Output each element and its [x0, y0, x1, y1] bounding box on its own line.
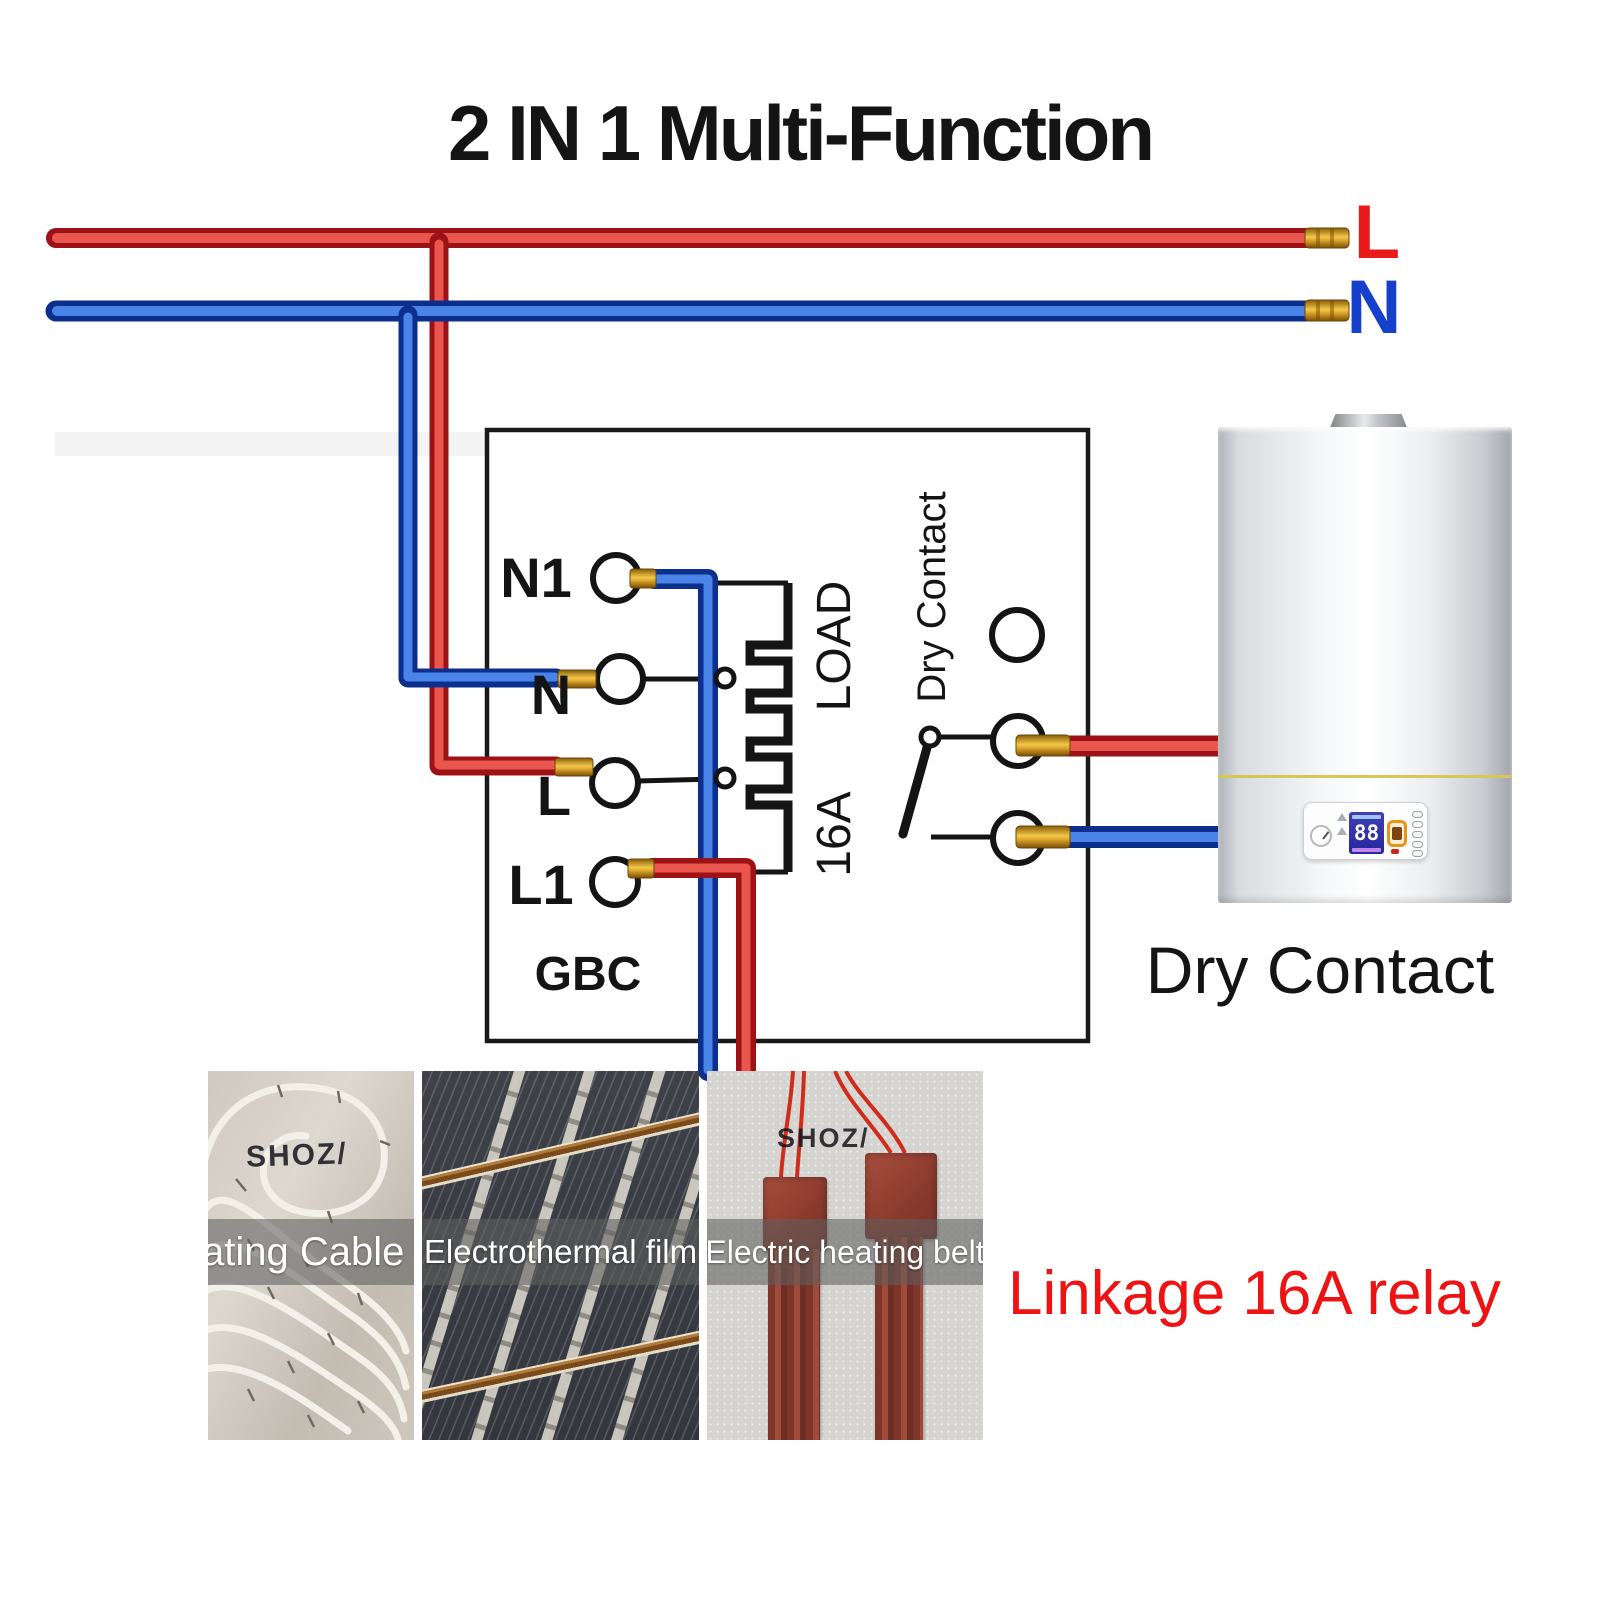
neutral-bus-label: N	[1347, 265, 1402, 350]
pressure-gauge-icon	[1310, 825, 1332, 847]
ferrule-n	[557, 669, 597, 689]
switch-pivot-dot	[918, 725, 942, 749]
caption-band: Electrothermal film	[422, 1219, 699, 1285]
boiler-control-panel: 88	[1303, 802, 1428, 860]
boiler-flue-cap	[1330, 414, 1407, 427]
relay-model-label: GBC	[535, 948, 642, 1001]
neutral-drop-wire-core	[403, 312, 560, 682]
switch-lever	[898, 739, 933, 839]
watermark: SHOZ/	[245, 1137, 349, 1174]
terminal-l-ring	[589, 757, 641, 809]
ferrule-live-bus	[1304, 227, 1350, 249]
load-tap-upper-dot	[713, 666, 737, 690]
panel-button	[1412, 841, 1423, 848]
terminal-label-l1: L1	[508, 853, 573, 916]
lcd-segment-bar	[1352, 815, 1381, 819]
load-rating-label: 16A	[808, 791, 861, 876]
warning-triangle-icon	[1337, 813, 1347, 821]
load-label: LOAD	[808, 581, 861, 712]
live-l1-feeder-core	[648, 863, 751, 1075]
ferrule-dry-lower	[1015, 825, 1071, 849]
caption-band: Electric heating belt	[707, 1219, 983, 1285]
live-wires	[46, 228, 1316, 776]
boiler-temperature-readout: 88	[1353, 821, 1380, 845]
ferrule-n1	[629, 568, 657, 589]
neutral-n1-feeder-core	[650, 574, 713, 1075]
photo-caption: Electrothermal film	[423, 1233, 698, 1270]
terminal-n-ring	[594, 653, 646, 705]
ferrule-dry-upper	[1015, 734, 1071, 757]
warning-triangle-icon	[1337, 827, 1347, 835]
neutral-wires	[45, 300, 1317, 1081]
linkage-note: Linkage 16A relay	[1008, 1259, 1501, 1328]
terminal-label-n1: N1	[500, 546, 572, 609]
gauge-needle	[1322, 831, 1330, 840]
terminal-label-l: L	[537, 764, 571, 827]
lcd-segment-bar	[1352, 848, 1381, 852]
belt-lead-wires	[779, 1071, 907, 1178]
panel-button	[1412, 821, 1423, 828]
photo-caption: Electric heating belt	[707, 1233, 983, 1270]
photo-electrothermal-film: Electrothermal film	[422, 1071, 699, 1440]
ferrule-l1	[627, 858, 655, 879]
dry-contact-rotated-label: Dry Contact	[910, 491, 954, 702]
dry-contact-top-ring	[989, 607, 1045, 663]
panel-button	[1412, 811, 1423, 818]
ferrule-neutral-bus	[1304, 299, 1350, 322]
panel-button	[1412, 850, 1423, 857]
terminal-l1-ring	[589, 856, 641, 908]
status-led	[1391, 849, 1399, 854]
live-drop-wire-core	[434, 239, 560, 770]
photo-electric-heating-belt: SHOZ/ Electric heating belt	[707, 1071, 983, 1440]
panel-button	[1412, 831, 1423, 838]
photo-heating-cable: SHOZ/ ating Cable	[208, 1071, 414, 1440]
live-l1-feeder-group	[642, 735, 1235, 1081]
caption-band: ating Cable	[208, 1219, 414, 1285]
watermark: SHOZ/	[777, 1123, 870, 1153]
boiler-lcd-display: 88	[1349, 812, 1384, 854]
photo-caption: ating Cable	[208, 1229, 405, 1274]
live-bus-label: L	[1354, 190, 1400, 275]
page-title: 2 IN 1 Multi-Function	[448, 89, 1155, 177]
internal-conductors	[636, 580, 991, 875]
dry-contact-caption: Dry Contact	[1145, 933, 1495, 1007]
heater-element-symbol	[745, 583, 793, 872]
boiler-knob-core	[1392, 827, 1402, 840]
load-tap-lower-dot	[713, 766, 737, 790]
ferrule-l	[554, 757, 594, 777]
boiler-trim-line	[1218, 775, 1512, 778]
ferrule-ridges	[1316, 228, 1334, 321]
terminal-label-n: N	[531, 663, 571, 726]
boiler-image: 88	[1218, 414, 1512, 903]
